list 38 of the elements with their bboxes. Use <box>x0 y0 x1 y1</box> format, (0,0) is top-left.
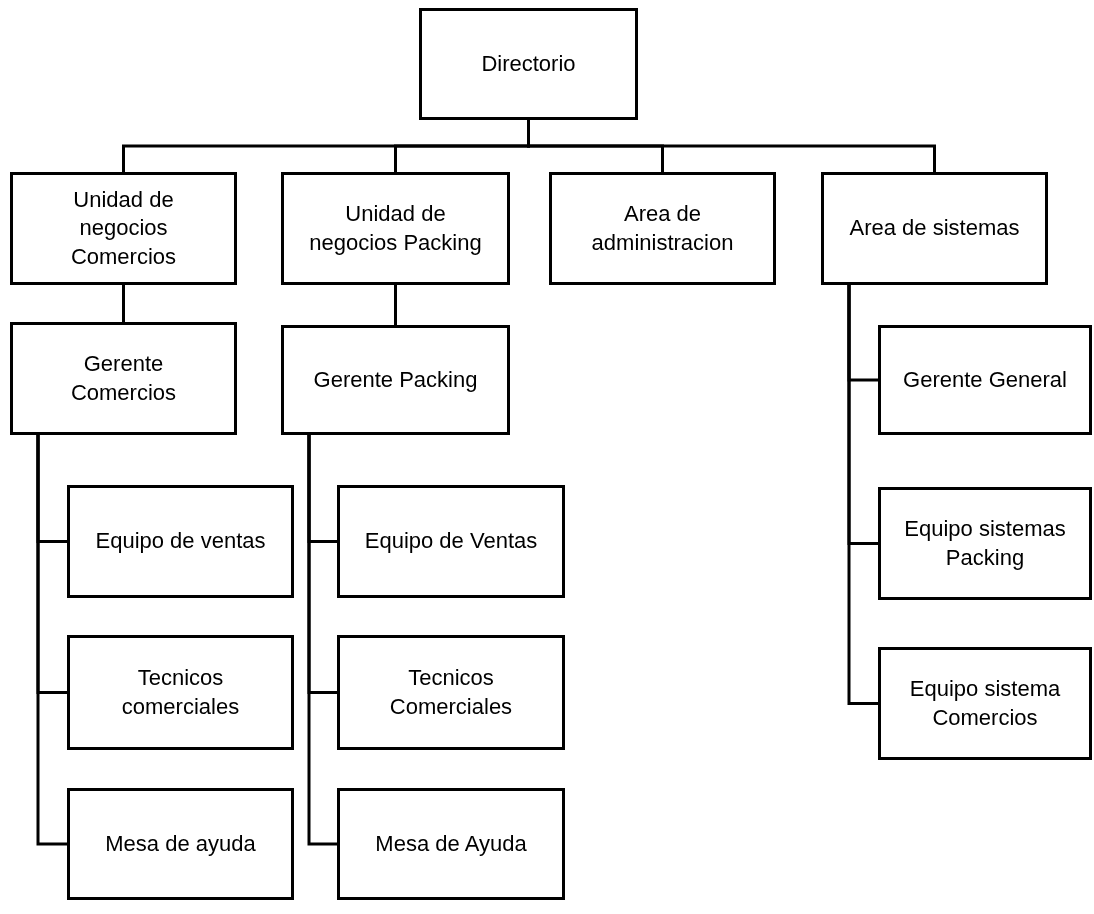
org-box <box>67 485 294 598</box>
box-label: Equipo sistema Comercios <box>908 674 1062 732</box>
box-label: Unidad de negocios Packing <box>308 199 483 257</box>
org-box <box>419 8 638 120</box>
org-box <box>281 172 510 285</box>
org-box <box>337 485 565 598</box>
org-box <box>10 172 237 285</box>
org-box <box>878 325 1092 435</box>
box-label: Directorio <box>481 49 576 78</box>
connector-line <box>847 285 878 705</box>
box-label: Gerente General <box>903 365 1067 394</box>
connector-line <box>36 435 67 846</box>
org-box <box>67 788 294 900</box>
box-label: Gerente Packing <box>313 365 478 394</box>
org-box <box>337 788 565 900</box>
connector-line <box>394 285 397 325</box>
box-label: Tecnicos Comerciales <box>388 663 514 721</box>
org-box <box>337 635 565 750</box>
org-box <box>878 487 1092 600</box>
box-label: Area de sistemas <box>849 214 1020 243</box>
org-box <box>878 647 1092 760</box>
connector-line <box>122 285 125 322</box>
box-label: Tecnicos comerciales <box>120 663 241 721</box>
box-label: Mesa de Ayuda <box>375 829 527 858</box>
box-label: Area de administracion <box>590 199 735 257</box>
connector-line <box>307 435 337 846</box>
box-label: Equipo sistemas Packing <box>903 514 1067 572</box>
box-label: Gerente Comercios <box>69 349 178 407</box>
org-box <box>281 325 510 435</box>
org-box <box>821 172 1048 285</box>
box-label: Mesa de ayuda <box>105 829 256 858</box>
org-box <box>10 322 237 435</box>
box-label: Equipo de ventas <box>95 527 266 556</box>
org-box <box>67 635 294 750</box>
org-box <box>549 172 776 285</box>
box-label: Unidad de negocios Comercios <box>69 185 178 271</box>
box-label: Equipo de Ventas <box>364 527 538 556</box>
connector-line <box>527 120 936 172</box>
